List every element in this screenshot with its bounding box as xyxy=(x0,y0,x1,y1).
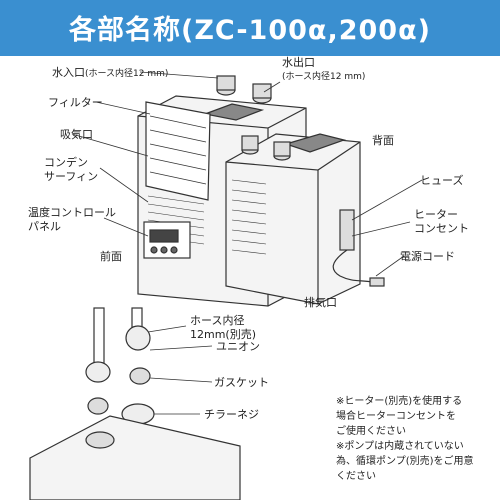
label-chiller-screw: チラーネジ xyxy=(204,408,259,421)
label-union: ユニオン xyxy=(216,340,260,353)
diagram-area: 水入口(ホース内径12 mm) 水出口 (ホース内径12 mm) フィルター 吸… xyxy=(0,56,500,501)
label-power-cord: 電源コード xyxy=(400,250,455,263)
label-front: 前面 xyxy=(100,250,122,263)
note-line: ください xyxy=(336,471,376,482)
note-line: ※ヒーター(別売)を使用する xyxy=(336,396,463,407)
label-filter: フィルター xyxy=(48,96,103,109)
label-water-in: 水入口(ホース内径12 mm) xyxy=(52,66,169,79)
note-line: ※ポンプは内蔵されていない xyxy=(336,441,464,452)
label-temp-panel-2: パネル xyxy=(28,220,61,233)
chiller-illustration xyxy=(29,71,423,501)
label-gasket: ガスケット xyxy=(214,376,269,389)
label-fuse: ヒューズ xyxy=(420,174,464,187)
label-exhaust: 排気口 xyxy=(304,296,337,309)
label-condenser-fin-2: サーフィン xyxy=(44,170,99,183)
label-heater-outlet-2: コンセント xyxy=(414,222,469,235)
page-title: 各部名称(ZC-100α,200α) xyxy=(69,15,431,46)
label-hose-2: 12mm(別売) xyxy=(190,328,257,341)
notes-block: ※ヒーター(別売)を使用する 場合ヒーターコンセントを ご使用ください ※ポンプ… xyxy=(336,394,474,484)
label-back: 背面 xyxy=(372,134,394,147)
note-line: ご使用ください xyxy=(336,426,406,437)
label-temp-panel-1: 温度コントロール xyxy=(28,206,116,219)
fitting-detail xyxy=(29,307,241,501)
label-heater-outlet-1: ヒーター xyxy=(414,208,458,221)
title-bar xyxy=(0,0,500,56)
note-line: 場合ヒーターコンセントを xyxy=(336,411,456,422)
label-hose-1: ホース内径 xyxy=(190,314,245,327)
label-condenser-fin-1: コンデン xyxy=(44,156,88,169)
back-unit xyxy=(225,133,385,305)
label-water-out-note: (ホース内径12 mm) xyxy=(282,72,366,82)
note-line: 為、循環ポンプ(別売)をご用意 xyxy=(336,456,474,467)
label-intake: 吸気口 xyxy=(60,128,93,141)
label-water-out: 水出口 xyxy=(282,56,315,69)
